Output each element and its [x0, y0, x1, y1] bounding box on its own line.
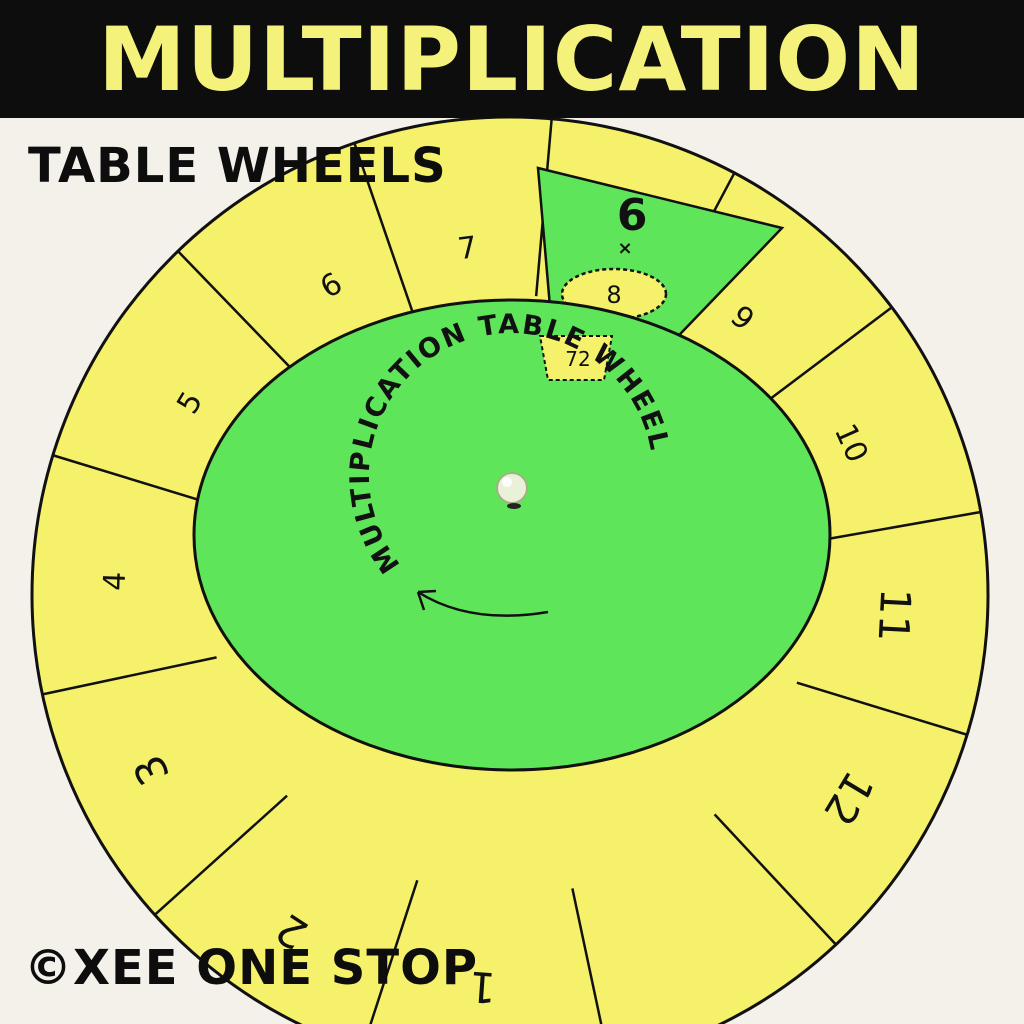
- segment-divider: [42, 656, 217, 696]
- segment-label-11: 11: [869, 587, 921, 643]
- center-pin: [496, 472, 528, 509]
- pointer-times-sign: ×: [617, 238, 632, 259]
- copyright-label: ©XEE ONE STOP: [24, 940, 479, 996]
- segment-divider: [713, 813, 837, 946]
- segment-label-1: 1: [468, 962, 498, 1013]
- pointer-current-factor: 8: [606, 281, 621, 309]
- segment-divider: [748, 306, 893, 416]
- answer-window: [538, 335, 614, 381]
- segment-divider: [52, 454, 224, 509]
- segment-divider: [153, 794, 288, 916]
- subtitle: TABLE WHEELS: [28, 138, 447, 194]
- segment-divider: [805, 510, 981, 545]
- pointer-multiplier: 9: [617, 187, 648, 238]
- segment-divider: [571, 888, 603, 1024]
- segment-divider: [177, 250, 303, 381]
- segment-label-7: 7: [456, 230, 479, 267]
- rotate-arrow-icon: [416, 589, 549, 617]
- segment-divider: [369, 879, 419, 1024]
- answer-value: 72: [565, 347, 590, 371]
- title-banner: MULTIPLICATION: [0, 0, 1024, 118]
- segment-divider: [796, 681, 968, 736]
- segment-divider: [353, 142, 414, 312]
- segment-label-4: 4: [97, 571, 133, 591]
- inner-disc[interactable]: 72 MULTIPLICATION TABLE WHEEL: [192, 298, 832, 772]
- banner-title: MULTIPLICATION: [98, 7, 926, 111]
